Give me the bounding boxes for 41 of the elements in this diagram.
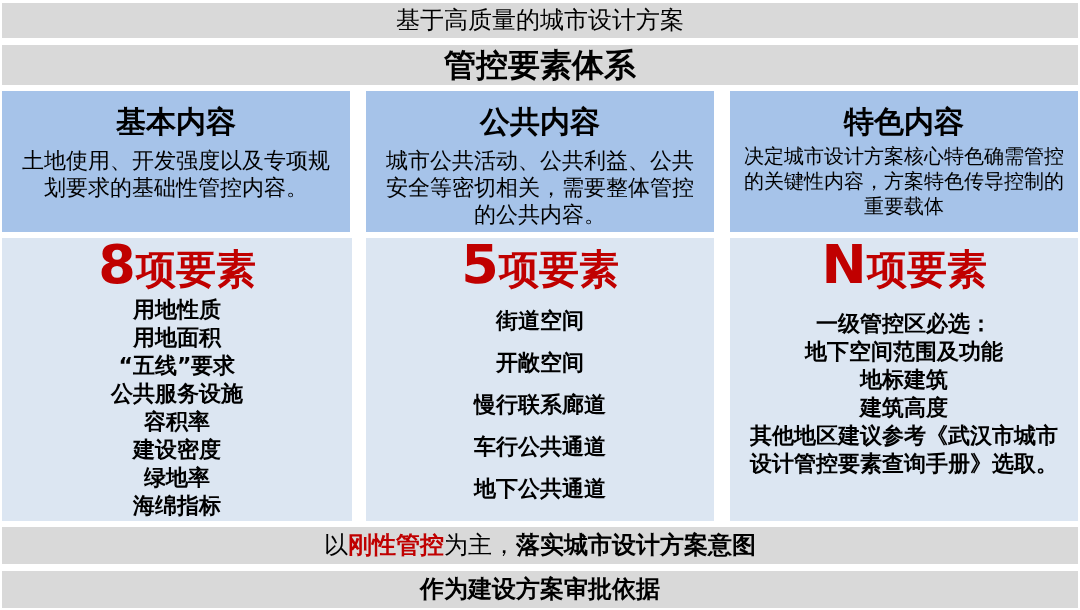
element-item: 慢行联系廊道 <box>474 391 606 419</box>
element-count-heading: 8项要素 <box>98 240 256 294</box>
header-bar <box>2 571 1078 608</box>
element-item: 用地面积 <box>133 324 221 352</box>
element-item: 建筑高度 <box>860 394 948 422</box>
element-item: 建设密度 <box>133 436 221 464</box>
element-count-heading: 5项要素 <box>461 240 619 294</box>
element-item: “五线”要求 <box>118 352 236 380</box>
column-heading: 公共内容 <box>480 104 600 140</box>
element-item: 开敞空间 <box>496 349 584 377</box>
banner-text: 作为建设方案审批依据 <box>420 575 660 604</box>
column-description: 土地使用、开发强度以及专项规划要求的基础性管控内容。 <box>21 147 331 201</box>
element-item: 地下空间范围及功能 <box>805 338 1003 366</box>
element-item: 一级管控区必选： <box>816 310 992 338</box>
column-description: 决定城市设计方案核心特色确需管控的关键性内容，方案特色传导控制的重要载体 <box>743 144 1065 219</box>
header-bar <box>2 3 1078 38</box>
element-item: 街道空间 <box>496 307 584 335</box>
element-count-heading: N项要素 <box>821 240 987 294</box>
header-bar <box>2 45 1078 85</box>
banner-text: 基于高质量的城市设计方案 <box>396 6 684 35</box>
element-item: 容积率 <box>144 408 210 436</box>
diagram-heading: 管控要素体系 <box>444 45 636 85</box>
element-item: 用地性质 <box>133 296 221 324</box>
banner-text: 以刚性管控为主，落实城市设计方案意图 <box>324 531 756 560</box>
element-list-panel <box>730 238 1078 521</box>
element-item: 绿地率 <box>144 464 210 492</box>
category-header-panel <box>2 91 350 232</box>
element-item: 地下公共通道 <box>474 475 606 503</box>
element-list-panel <box>2 238 352 521</box>
column-description: 城市公共活动、公共利益、公共安全等密切相关，需要整体管控的公共内容。 <box>385 147 695 228</box>
element-list-panel <box>366 238 714 521</box>
element-item: 其他地区建议参考《武汉市城市设计管控要素查询手册》选取。 <box>748 422 1059 478</box>
header-bar <box>2 527 1078 564</box>
element-item: 公共服务设施 <box>111 380 243 408</box>
element-item: 海绵指标 <box>133 492 221 520</box>
element-item: 地标建筑 <box>860 366 948 394</box>
category-header-panel <box>366 91 714 232</box>
column-heading: 特色内容 <box>844 104 964 140</box>
category-header-panel <box>730 91 1078 232</box>
element-item: 车行公共通道 <box>474 433 606 461</box>
column-heading: 基本内容 <box>116 104 236 140</box>
